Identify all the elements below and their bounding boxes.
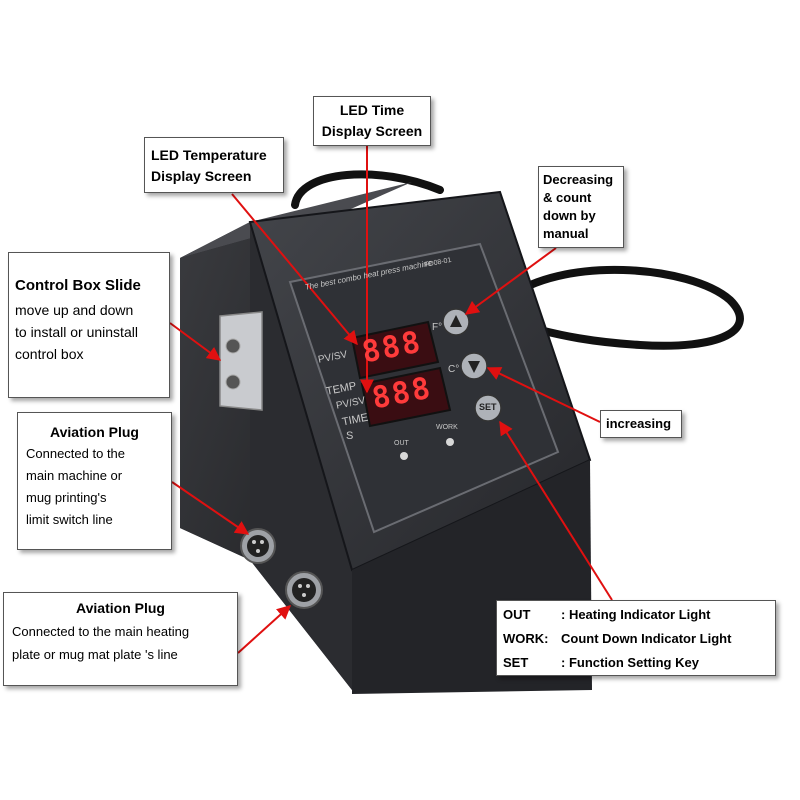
arrow-decreasing [464,247,557,315]
callout-plug1-line: limit switch line [26,512,113,527]
callout-plug2-title: Aviation Plug [76,600,165,616]
callout-increasing-text: increasing [606,416,672,431]
callout-aviation-plug-1: Aviation Plug Connected to the main mach… [17,412,172,550]
work-indicator-light [446,438,454,446]
power-cable [291,170,744,350]
callout-decreasing: Decreasing & count down by manual [538,166,624,248]
callout-plug1-line: mug printing's [26,490,107,505]
arrow-plug1 [171,481,250,535]
label-set: SET [479,402,497,412]
callout-decreasing-line: down by [543,208,596,223]
callout-plug1-line: main machine or [26,468,123,483]
label-s: S [346,430,354,442]
label-work: WORK [436,424,458,431]
callout-slide-line: to install or uninstall [15,324,138,340]
slide-bracket [219,311,263,411]
callout-plug2-line: plate or mug mat plate 's line [12,647,178,662]
callout-slide-line: control box [15,346,84,362]
callout-plug1-title: Aviation Plug [50,424,139,440]
arrow-slide [169,322,222,361]
callout-plug2-line: Connected to the main heating [12,624,190,639]
callout-aviation-plug-2: Aviation Plug Connected to the main heat… [3,592,238,686]
callout-led-time: LED Time Display Screen [313,96,431,146]
time-display [360,366,452,428]
legend-key: WORK: [503,631,549,646]
callout-control-box-slide: Control Box Slide move up and down to in… [8,252,170,398]
label-f-unit: F° [432,322,443,333]
callout-decreasing-line: Decreasing [543,172,614,187]
callout-led-temp-line: LED Temperature [151,147,267,163]
label-out: OUT [394,440,409,447]
aviation-plug-2 [285,571,323,609]
callout-led-time-line: LED Time [339,102,405,118]
legend-row-set: SET : Function Setting Key [503,651,769,675]
temperature-display [350,320,440,380]
arrow-increasing [486,367,601,423]
down-button [460,352,488,380]
callout-slide-line: move up and down [15,302,134,318]
callout-decreasing-line: manual [543,226,589,241]
set-button [474,394,502,422]
arrow-legend [499,420,613,601]
callout-plug1-line: Connected to the [26,446,126,461]
callout-led-temp-line: Display Screen [151,168,252,184]
out-indicator-light [400,452,408,460]
legend-row-work: WORK: Count Down Indicator Light [503,627,769,651]
callout-slide-title: Control Box Slide [15,277,141,294]
up-button [442,308,470,336]
legend-row-out: OUT : Heating Indicator Light [503,603,769,627]
callout-led-time-line: Display Screen [321,123,423,139]
legend-value: Count Down Indicator Light [561,631,732,646]
legend-value: : Function Setting Key [561,655,699,670]
legend-key: SET [503,655,529,670]
callout-decreasing-line: & count [543,190,592,205]
arrow-led-temp [231,193,358,346]
aviation-plug-1 [240,528,276,564]
legend-key: OUT [503,607,531,622]
callout-legend: OUT : Heating Indicator Light WORK: Count … [496,600,776,676]
label-c-unit: C° [448,364,460,375]
callout-led-temperature: LED Temperature Display Screen [144,137,284,193]
arrow-plug2 [237,605,292,654]
legend-value: : Heating Indicator Light [561,607,711,622]
callout-increasing: increasing [600,410,682,438]
